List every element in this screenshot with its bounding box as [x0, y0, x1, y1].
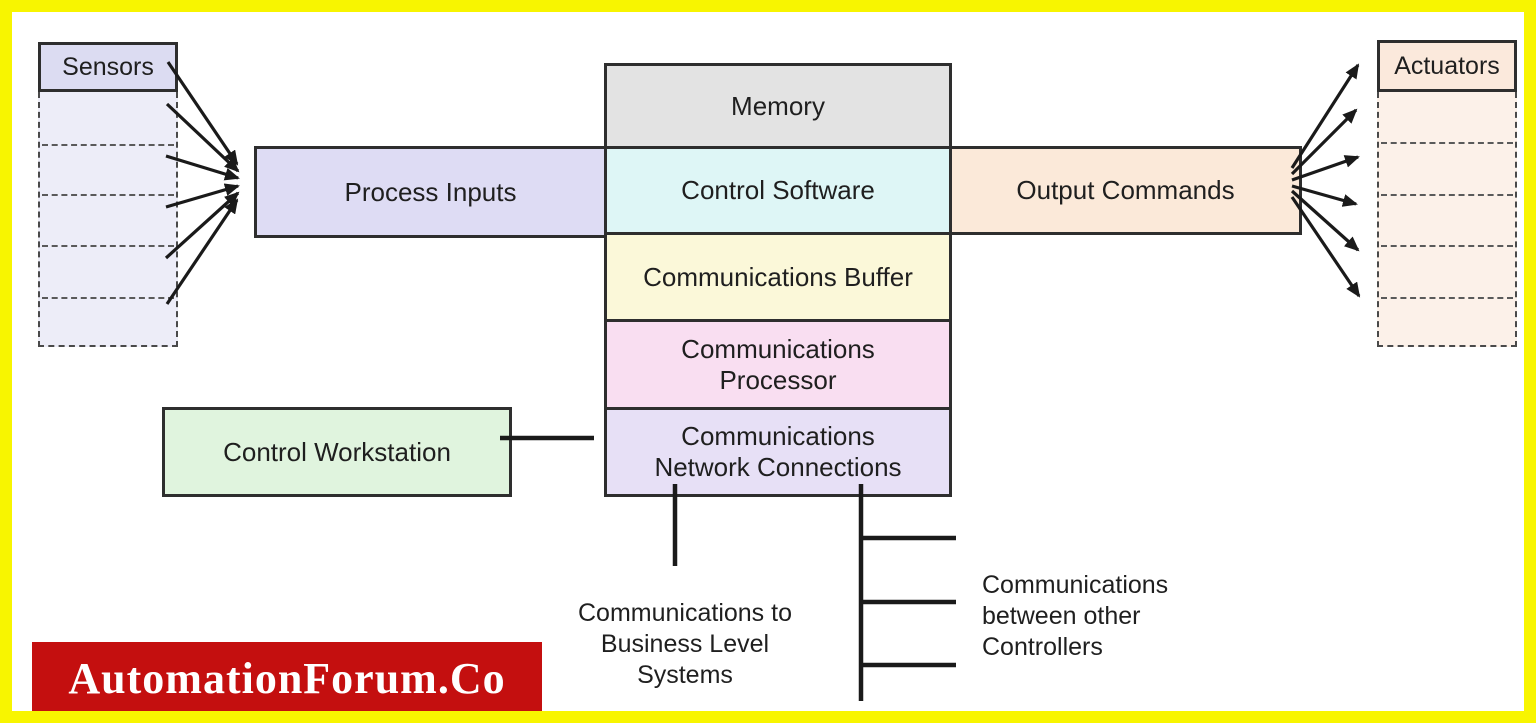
output-commands-box: Output Commands	[949, 146, 1302, 235]
sensors-box: Sensors	[38, 42, 178, 92]
process-inputs-box: Process Inputs	[254, 146, 607, 238]
actuator-cell-divider	[1381, 194, 1513, 196]
watermark-banner: AutomationForum.Co	[32, 642, 542, 711]
sensor-cell-divider	[42, 297, 174, 299]
other-controllers-label: Communications between other Controllers	[982, 571, 1169, 661]
actuator-cell-divider	[1381, 245, 1513, 247]
actuators-channel-panel	[1377, 92, 1517, 347]
stack-row-communications-processor: Communications Processor	[604, 319, 952, 410]
sensor-cell-divider	[42, 144, 174, 146]
sensors-channel-panel	[38, 92, 178, 347]
sensor-cell-divider	[42, 245, 174, 247]
actuator-cell-divider	[1381, 142, 1513, 144]
business-systems-label: Communications to Business Level Systems	[578, 599, 792, 689]
actuator-cell-divider	[1381, 297, 1513, 299]
sensor-cell-divider	[42, 194, 174, 196]
watermark-text: AutomationForum.Co	[68, 653, 506, 703]
stack-row-control-software: Control Software	[604, 146, 952, 235]
control-workstation-box: Control Workstation	[162, 407, 512, 497]
stack-row-memory: Memory	[604, 63, 952, 149]
actuator-arrows	[1290, 63, 1361, 298]
stack-row-communications-buffer: Communications Buffer	[604, 232, 952, 322]
stack-row-network-connections: Communications Network Connections	[604, 407, 952, 497]
actuators-box: Actuators	[1377, 40, 1517, 92]
